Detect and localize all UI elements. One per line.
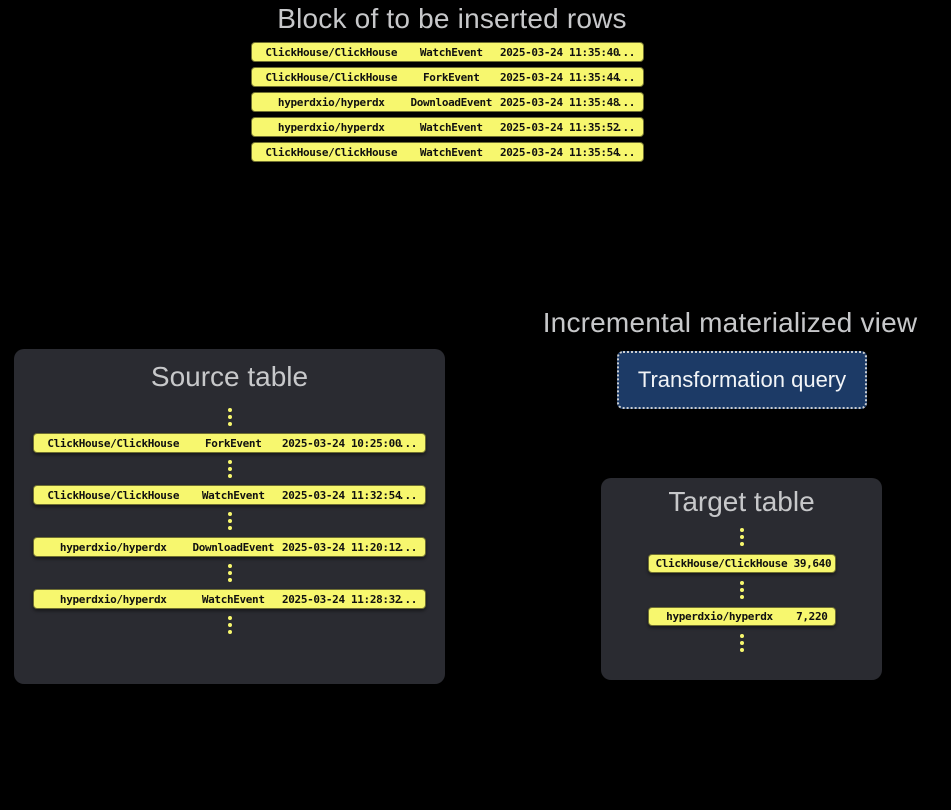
row-count: 7,220 [796,610,828,623]
row-repo: hyperdxio/hyperdx [277,95,385,109]
row-repo: ClickHouse/ClickHouse [655,557,788,570]
row-ellipsis: ... [398,592,417,606]
row-timestamp: 2025-03-24 11:35:40 [500,45,620,59]
row-repo: hyperdxio/hyperdx [277,120,385,134]
ellipsis-dots [227,512,232,530]
row-count: 39,640 [793,557,832,570]
row-ellipsis: ... [616,70,635,84]
row-timestamp: 2025-03-24 11:32:54 [282,488,402,502]
table-row: hyperdxio/hyperdx WatchEvent 2025-03-24 … [251,117,644,137]
insert-rows-block: ClickHouse/ClickHouse WatchEvent 2025-03… [251,42,644,162]
table-row: hyperdxio/hyperdx DownloadEvent 2025-03-… [251,92,644,112]
row-ellipsis: ... [616,120,635,134]
row-timestamp: 2025-03-24 11:35:48 [500,95,620,109]
table-row: ClickHouse/ClickHouse ForkEvent 2025-03-… [251,67,644,87]
ellipsis-dots [739,581,744,599]
row-repo: ClickHouse/ClickHouse [265,45,398,59]
row-ellipsis: ... [398,436,417,450]
table-row: ClickHouse/ClickHouse WatchEvent 2025-03… [251,42,644,62]
row-repo: hyperdxio/hyperdx [59,592,167,606]
target-table-panel: Target table ClickHouse/ClickHouse 39,64… [601,478,882,680]
row-ellipsis: ... [616,95,635,109]
row-repo: ClickHouse/ClickHouse [47,436,180,450]
row-repo: ClickHouse/ClickHouse [47,488,180,502]
row-event: WatchEvent [419,45,483,59]
row-ellipsis: ... [616,145,635,159]
table-row: ClickHouse/ClickHouse 39,640 [647,554,836,573]
row-repo: hyperdxio/hyperdx [666,610,773,623]
target-table-title: Target table [668,486,815,517]
row-event: WatchEvent [419,145,483,159]
row-ellipsis: ... [398,488,417,502]
row-event: WatchEvent [419,120,483,134]
insert-block-title: Block of to be inserted rows [277,3,627,34]
table-row: hyperdxio/hyperdx WatchEvent 2025-03-24 … [33,589,426,609]
row-event: DownloadEvent [192,540,275,554]
table-row: ClickHouse/ClickHouse ForkEvent 2025-03-… [33,433,426,453]
table-row: hyperdxio/hyperdx 7,220 [647,607,836,626]
ellipsis-dots [227,616,232,634]
row-event: ForkEvent [423,70,480,84]
row-ellipsis: ... [616,45,635,59]
ellipsis-dots [739,528,744,546]
row-timestamp: 2025-03-24 11:35:54 [500,145,620,159]
ellipsis-dots [227,408,232,426]
row-repo: hyperdxio/hyperdx [59,540,167,554]
source-table-title: Source table [150,361,309,392]
row-timestamp: 2025-03-24 11:35:44 [500,70,620,84]
row-repo: ClickHouse/ClickHouse [265,145,398,159]
table-row: hyperdxio/hyperdx DownloadEvent 2025-03-… [33,537,426,557]
row-repo: ClickHouse/ClickHouse [265,70,398,84]
materialized-view-title: Incremental materialized view [542,307,918,338]
row-event: WatchEvent [201,488,265,502]
table-row: ClickHouse/ClickHouse WatchEvent 2025-03… [33,485,426,505]
row-timestamp: 2025-03-24 11:20:12 [282,540,402,554]
transformation-query-button[interactable]: Transformation query [617,351,867,409]
row-timestamp: 2025-03-24 10:25:00 [282,436,402,450]
ellipsis-dots [739,634,744,652]
ellipsis-dots [227,460,232,478]
ellipsis-dots [227,564,232,582]
row-timestamp: 2025-03-24 11:28:32 [282,592,402,606]
table-row: ClickHouse/ClickHouse WatchEvent 2025-03… [251,142,644,162]
row-timestamp: 2025-03-24 11:35:52 [500,120,620,134]
row-ellipsis: ... [398,540,417,554]
row-event: WatchEvent [201,592,265,606]
source-table-panel: Source table ClickHouse/ClickHouse ForkE… [14,349,445,684]
row-event: DownloadEvent [410,95,493,109]
row-event: ForkEvent [205,436,262,450]
